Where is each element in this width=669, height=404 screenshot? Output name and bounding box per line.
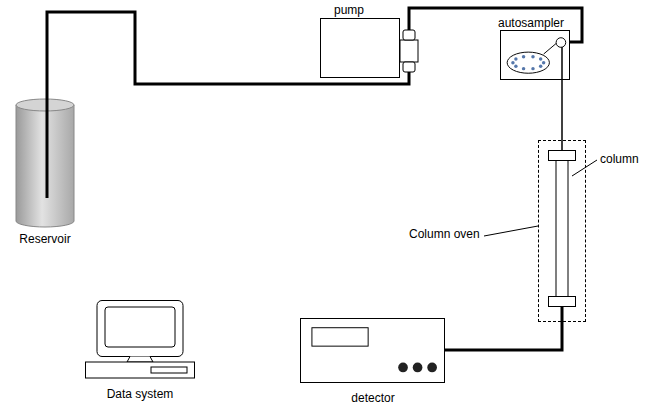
part-label: detector — [351, 391, 394, 404]
tubing-line — [409, 8, 582, 42]
pump-box: pump — [320, 18, 400, 78]
leader-line — [572, 160, 597, 176]
part-label: Data system — [107, 387, 174, 401]
detector-box: detector — [300, 318, 445, 383]
tubing-line — [445, 307, 562, 350]
column-oven: Column ovencolumn — [538, 140, 586, 322]
tubing-line — [47, 12, 409, 98]
part-label: autosampler — [498, 16, 564, 30]
pump-head-fitting — [400, 30, 418, 72]
data-system: Data system — [85, 300, 195, 380]
leader-line — [484, 226, 538, 236]
part-label: Reservoir — [19, 232, 70, 246]
column-tube — [548, 150, 576, 307]
computer-icon — [85, 300, 195, 380]
column: column — [548, 150, 576, 307]
sample-tray — [501, 31, 569, 79]
detector-panel — [301, 319, 444, 382]
part-label: pump — [334, 3, 364, 17]
reservoir: Reservoir — [15, 98, 75, 228]
part-label: column — [600, 152, 639, 166]
reservoir-cylinder — [15, 98, 75, 228]
autosampler-box: autosampler — [500, 30, 570, 80]
tubing-line — [561, 47, 563, 150]
part-label: Column oven — [409, 227, 480, 241]
